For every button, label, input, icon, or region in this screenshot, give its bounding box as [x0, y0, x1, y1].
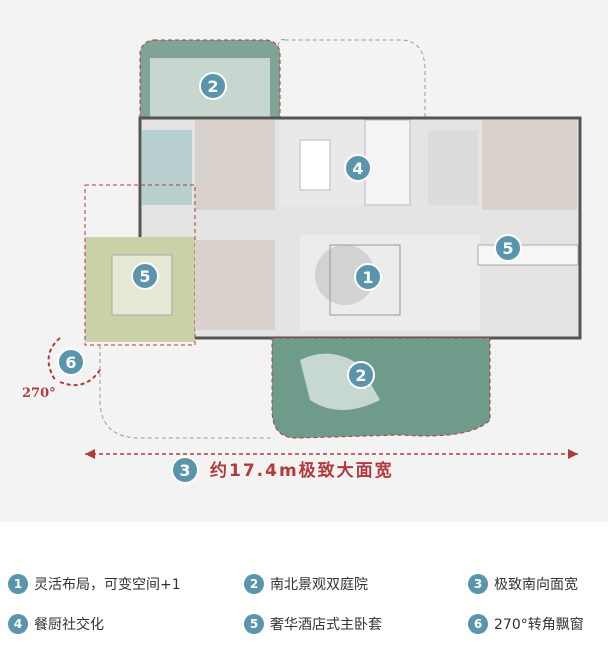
- west-terrace-outline: [99, 345, 272, 439]
- south-garden-outline: [271, 337, 491, 439]
- legend-num-2: 2: [244, 574, 264, 594]
- bathroom-east: [428, 130, 478, 205]
- south-garden: [272, 338, 490, 439]
- legend-text-2: 南北景观双庭院: [270, 577, 368, 593]
- marker-corner-window: 6: [57, 348, 85, 376]
- marker-balcony: 5: [494, 234, 522, 262]
- legend-item-5: 5 奢华酒店式主卧套: [244, 614, 382, 634]
- floor-plan-drawing: [47, 39, 582, 459]
- legend-text-1: 灵活布局，可变空间+1: [34, 577, 181, 593]
- dining-table: [299, 139, 331, 191]
- bedroom-middle: [195, 240, 275, 330]
- bedroom-north: [195, 120, 275, 210]
- sofa-set: [329, 244, 401, 316]
- bathroom-west: [142, 130, 192, 205]
- legend-text-3: 极致南向面宽: [494, 577, 578, 593]
- legend-num-5: 5: [244, 614, 264, 634]
- legend-text-5: 奢华酒店式主卧套: [270, 617, 382, 633]
- legend-item-2: 2 南北景观双庭院: [244, 574, 368, 594]
- marker-south-garden: 2: [347, 361, 375, 389]
- marker-living-room: 1: [354, 263, 382, 291]
- width-arrow-left: [85, 449, 95, 459]
- legend-item-3: 3 极致南向面宽: [468, 574, 578, 594]
- marker-kitchen: 4: [344, 154, 372, 182]
- legend: 1 灵活布局，可变空间+1 2 南北景观双庭院 3 极致南向面宽 4 餐厨社交化…: [0, 522, 608, 654]
- width-caption: 约17.4m极致大面宽: [210, 461, 394, 481]
- legend-item-4: 4 餐厨社交化: [8, 614, 104, 634]
- east-balcony: [477, 244, 579, 266]
- legend-num-4: 4: [8, 614, 28, 634]
- legend-item-6: 6 270°转角飘窗: [468, 614, 584, 634]
- legend-item-1: 1 灵活布局，可变空间+1: [8, 574, 181, 594]
- legend-num-6: 6: [468, 614, 488, 634]
- marker-master-suite: 5: [131, 262, 159, 290]
- rotation-arc-bottom: [59, 369, 101, 386]
- north-terrace-outline: [277, 39, 426, 119]
- floor-plan: 2 4 5 1 5 2 6 270° 3 约17.4m极致大面宽: [0, 0, 608, 522]
- bedroom-northeast: [482, 120, 577, 210]
- rotation-arc-top: [47, 337, 61, 381]
- legend-text-6: 270°转角飘窗: [494, 617, 584, 633]
- marker-width: 3: [171, 456, 199, 484]
- angle-label: 270°: [22, 386, 56, 401]
- marker-north-garden: 2: [199, 72, 227, 100]
- width-arrow-right: [568, 449, 578, 459]
- legend-num-1: 1: [8, 574, 28, 594]
- legend-text-4: 餐厨社交化: [34, 617, 104, 633]
- legend-num-3: 3: [468, 574, 488, 594]
- kitchen: [364, 119, 411, 206]
